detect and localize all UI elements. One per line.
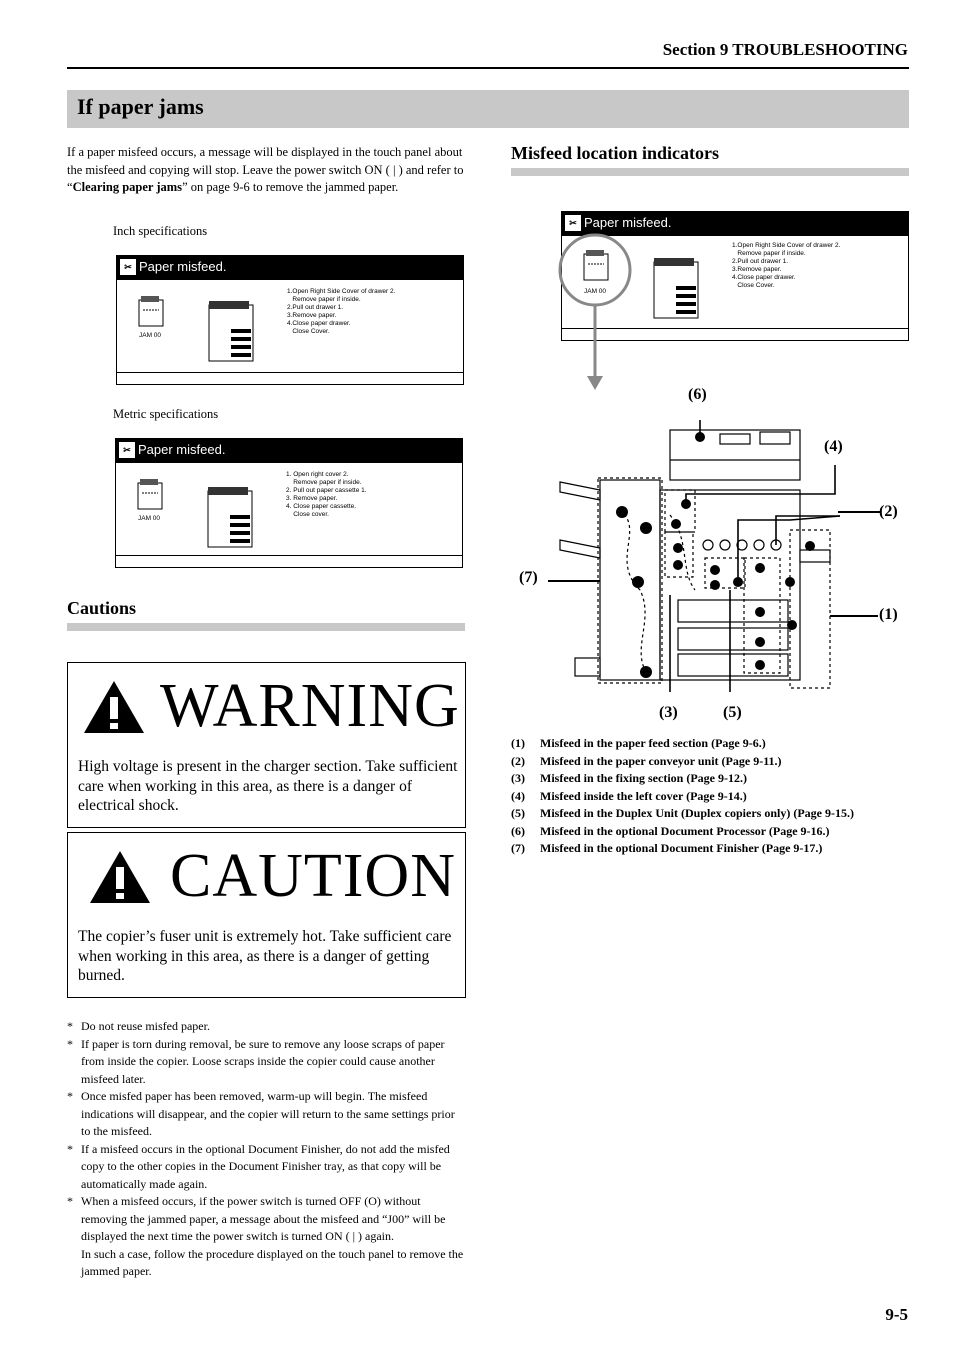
legend-item: (6)Misfeed in the optional Document Proc… bbox=[511, 823, 830, 838]
header-rule bbox=[67, 67, 909, 69]
metric-touch-panel: ✂ Paper misfeed. JAM 00 1. Open right co… bbox=[115, 438, 463, 568]
inch-spec-label: Inch specifications bbox=[113, 224, 208, 238]
callout-1-leader bbox=[830, 615, 878, 617]
copier-small-icon bbox=[583, 250, 609, 281]
legend-item: (2)Misfeed in the paper conveyor unit (P… bbox=[511, 753, 782, 768]
metric-spec-label: Metric specifications bbox=[113, 407, 219, 421]
callout-6: (6) bbox=[688, 386, 707, 403]
note-item: *If a misfeed occurs in the optional Doc… bbox=[67, 1141, 450, 1191]
legend-item: (7)Misfeed in the optional Document Fini… bbox=[511, 841, 823, 855]
title-band: If paper jams bbox=[67, 90, 909, 128]
note-item: *Once misfed paper has been removed, war… bbox=[67, 1089, 455, 1138]
panel-title-bar: ✂ Paper misfeed. bbox=[117, 256, 463, 280]
misfeed-rule bbox=[511, 168, 909, 176]
panel-footer-line bbox=[116, 555, 462, 556]
legend-item: (1)Misfeed in the paper feed section (Pa… bbox=[511, 736, 766, 750]
copier-illustration bbox=[207, 487, 253, 548]
instruction-steps: 1.Open Right Side Cover of drawer 2. Rem… bbox=[732, 242, 841, 289]
jam-code: JAM 00 bbox=[584, 288, 607, 295]
misfeed-heading: Misfeed location indicators bbox=[511, 143, 719, 163]
misfeed-icon: ✂ bbox=[119, 442, 135, 458]
misfeed-icon: ✂ bbox=[120, 259, 136, 275]
section-title: Section 9 TROUBLESHOOTING bbox=[662, 40, 908, 59]
legend-item: (3)Misfeed in the fixing section (Page 9… bbox=[511, 771, 747, 785]
panel-message: Paper misfeed. bbox=[139, 259, 227, 274]
panel-title-bar: ✂ Paper misfeed. bbox=[116, 439, 462, 463]
copier-illustration bbox=[653, 258, 699, 319]
callout-1: (1) bbox=[879, 606, 898, 623]
panel-footer-line bbox=[117, 372, 463, 373]
note-item: *When a misfeed occurs, if the power swi… bbox=[67, 1194, 464, 1278]
panel-message: Paper misfeed. bbox=[138, 442, 226, 457]
copier-illustration bbox=[208, 301, 254, 362]
cautions-rule bbox=[67, 623, 465, 631]
machine-cross-section-diagram bbox=[559, 420, 840, 692]
jam-code: JAM 00 bbox=[138, 515, 161, 522]
misfeed-icon: ✂ bbox=[565, 215, 581, 231]
misfeed-legend: (1)Misfeed in the paper feed section (Pa… bbox=[511, 735, 911, 858]
page-number: 9-5 bbox=[885, 1305, 908, 1324]
caution-text: The copier’s fuser unit is extremely hot… bbox=[78, 928, 452, 984]
panel-footer-line bbox=[562, 328, 908, 329]
intro-paragraph: If a paper misfeed occurs, a message wil… bbox=[67, 144, 467, 197]
misfeed-touch-panel: ✂ Paper misfeed. JAM 00 1.Open Right Sid… bbox=[561, 211, 909, 341]
instruction-steps: 1.Open Right Side Cover of drawer 2. Rem… bbox=[287, 288, 396, 335]
inch-touch-panel: ✂ Paper misfeed. JAM 00 1.Open Right Sid… bbox=[116, 255, 464, 385]
caution-word: CAUTION bbox=[170, 842, 456, 910]
callout-7: (7) bbox=[519, 569, 538, 586]
warning-text: High voltage is present in the charger s… bbox=[78, 758, 458, 814]
callout-7-leader bbox=[548, 580, 600, 582]
caution-box: CAUTION The copier’s fuser unit is extre… bbox=[67, 832, 466, 998]
jam-code: JAM 00 bbox=[139, 332, 162, 339]
intro-after: ” on page 9-6 to remove the jammed paper… bbox=[182, 180, 399, 194]
callout-4: (4) bbox=[824, 438, 843, 455]
panel-message: Paper misfeed. bbox=[584, 215, 672, 230]
callout-2: (2) bbox=[879, 503, 898, 520]
notes-list: *Do not reuse misfed paper. *If paper is… bbox=[67, 1018, 467, 1281]
copier-small-icon bbox=[137, 479, 163, 510]
page-title: If paper jams bbox=[77, 94, 204, 119]
warning-triangle-icon bbox=[84, 681, 144, 733]
warning-box: WARNING High voltage is present in the c… bbox=[67, 662, 466, 828]
intro-link-text: Clearing paper jams bbox=[72, 180, 183, 194]
instruction-steps: 1. Open right cover 2. Remove paper if i… bbox=[286, 471, 367, 518]
note-item: *If paper is torn during removal, be sur… bbox=[67, 1036, 445, 1086]
legend-item: (4)Misfeed inside the left cover (Page 9… bbox=[511, 788, 747, 803]
copier-small-icon bbox=[138, 296, 164, 327]
cautions-heading: Cautions bbox=[67, 598, 137, 618]
callout-2-leader bbox=[838, 511, 880, 513]
magnifier-pointer bbox=[558, 233, 632, 390]
intro-before: If a paper misfeed occurs, a message wil… bbox=[67, 145, 464, 194]
warning-word: WARNING bbox=[160, 672, 460, 740]
callout-3: (3) bbox=[659, 704, 678, 721]
legend-item: (5)Misfeed in the Duplex Unit (Duplex co… bbox=[511, 806, 854, 820]
caution-triangle-icon bbox=[90, 851, 150, 903]
panel-title-bar: ✂ Paper misfeed. bbox=[562, 212, 908, 236]
callout-5: (5) bbox=[723, 704, 742, 721]
note-item: *Do not reuse misfed paper. bbox=[67, 1019, 210, 1033]
